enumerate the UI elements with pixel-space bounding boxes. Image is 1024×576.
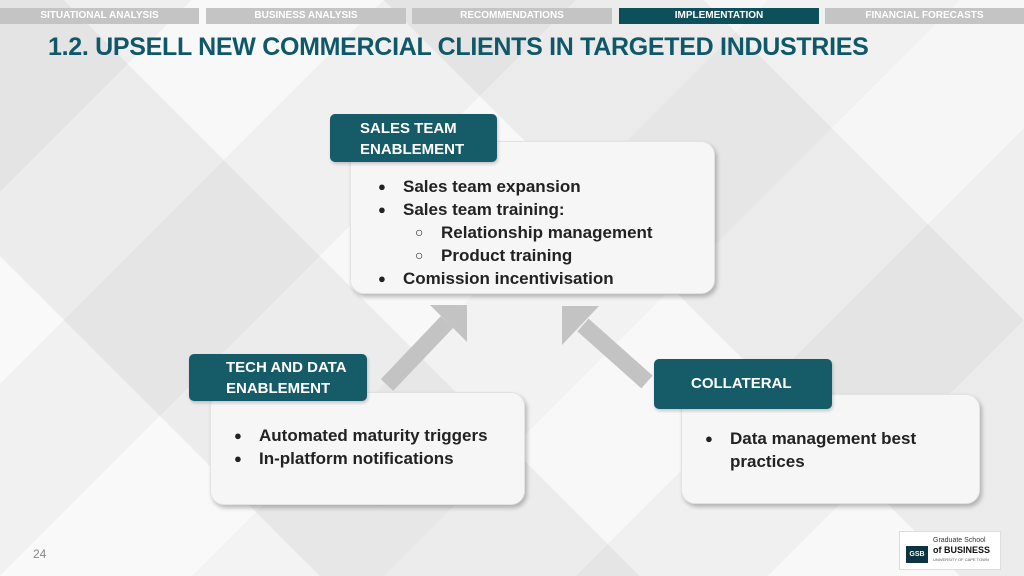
logo-mark: GSB	[906, 546, 928, 563]
collateral-card: ●Data management best practices	[681, 394, 980, 504]
list-item: ●Automated maturity triggers	[234, 426, 488, 445]
list-item: ●In-platform notifications	[234, 449, 454, 468]
logo-text-line3: UNIVERSITY OF CAPE TOWN	[933, 557, 989, 562]
list-item: ●Data management best	[705, 429, 917, 448]
list-item: ●Sales team expansion	[378, 177, 581, 196]
tech-enablement-label: TECH AND DATA ENABLEMENT	[189, 354, 367, 401]
list-subitem: ○Product training	[415, 246, 573, 265]
bullet-icon: ●	[234, 451, 242, 466]
sales-enablement-card: ●Sales team expansion ●Sales team traini…	[350, 141, 715, 294]
page-number: 24	[33, 547, 47, 561]
logo-text-line1: Graduate School	[933, 537, 986, 544]
hollow-bullet-icon: ○	[415, 224, 424, 240]
arrow-up-left-icon	[562, 306, 653, 389]
collateral-label: COLLATERAL	[654, 359, 832, 409]
tab-implementation[interactable]: IMPLEMENTATION	[619, 8, 819, 24]
tech-enablement-card: ●Automated maturity triggers ●In-platfor…	[210, 392, 525, 505]
bullet-icon: ●	[378, 179, 386, 194]
section-nav: SITUATIONAL ANALYSIS BUSINESS ANALYSIS R…	[0, 8, 1024, 24]
tab-financial-forecasts[interactable]: FINANCIAL FORECASTS	[825, 8, 1024, 24]
page-title: 1.2. UPSELL NEW COMMERCIAL CLIENTS IN TA…	[48, 33, 869, 61]
bullet-icon: ●	[705, 431, 713, 446]
tab-business-analysis[interactable]: BUSINESS ANALYSIS	[206, 8, 406, 24]
hollow-bullet-icon: ○	[415, 247, 424, 263]
list-item: ●Comission incentivisation	[378, 269, 614, 288]
list-subitem: ○Relationship management	[415, 223, 653, 242]
gsb-logo: GSB Graduate School of BUSINESS UNIVERSI…	[899, 531, 1001, 570]
sales-enablement-label: SALES TEAM ENABLEMENT	[330, 114, 497, 162]
list-item: ●Sales team training:	[378, 200, 565, 219]
bullet-icon: ●	[378, 202, 386, 217]
logo-text-line2: of BUSINESS	[933, 545, 991, 555]
tab-recommendations[interactable]: RECOMMENDATIONS	[412, 8, 612, 24]
arrow-up-right-icon	[380, 305, 467, 391]
list-item-continued: practices	[730, 452, 805, 471]
tab-situational-analysis[interactable]: SITUATIONAL ANALYSIS	[0, 8, 199, 24]
bullet-icon: ●	[234, 428, 242, 443]
bullet-icon: ●	[378, 271, 386, 286]
